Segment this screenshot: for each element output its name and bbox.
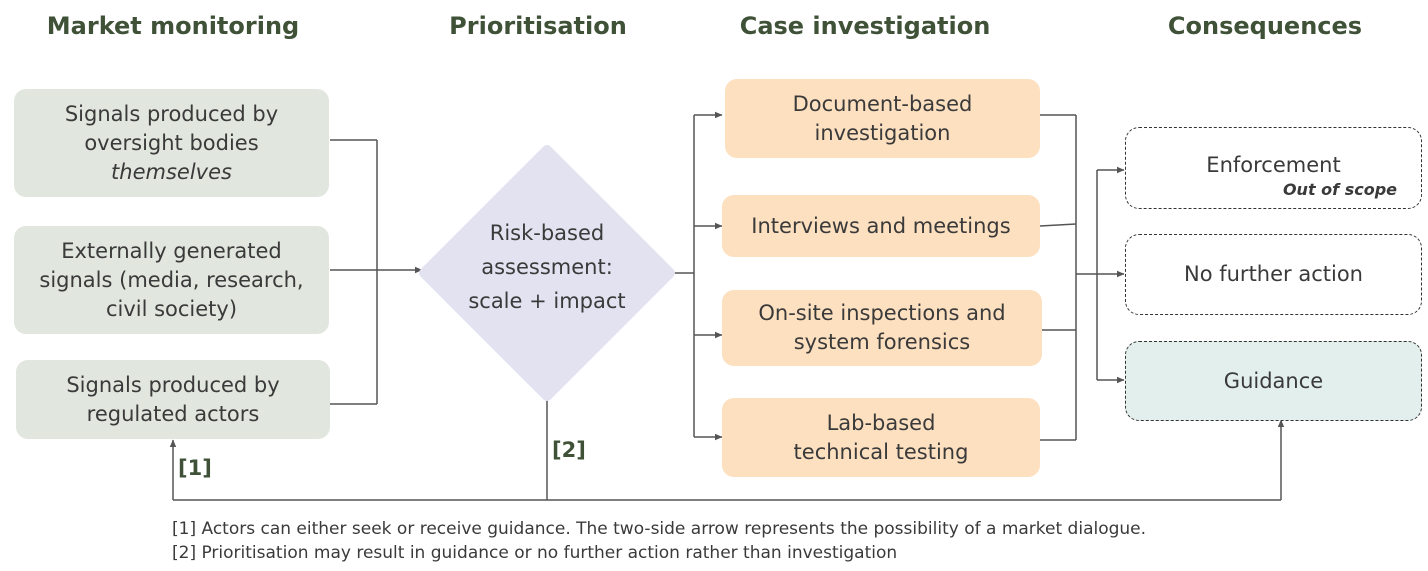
signal-external-line1: Externally generated xyxy=(61,238,282,263)
enforcement-label: Enforcement xyxy=(1206,152,1341,177)
out-of-scope-label: Out of scope xyxy=(1282,180,1397,199)
investigation-interviews: Interviews and meetings xyxy=(722,195,1040,257)
no-further-action-label: No further action xyxy=(1184,262,1363,286)
lab-line2: technical testing xyxy=(793,439,969,464)
column-title-market-monitoring: Market monitoring xyxy=(46,12,300,40)
assessment-line2: assessment: xyxy=(481,255,613,279)
signal-regulated-actors: Signals produced by regulated actors xyxy=(16,360,330,439)
assessment-line3: scale + impact xyxy=(468,289,626,313)
signal-oversight-line2: oversight bodies xyxy=(84,130,259,155)
onsite-line1: On-site inspections and xyxy=(758,301,1006,325)
signal-regulated-line2: regulated actors xyxy=(86,401,260,426)
signal-regulated-line1: Signals produced by xyxy=(66,372,280,397)
consequence-enforcement: Enforcement Out of scope xyxy=(1125,127,1422,209)
risk-assessment-label: Risk-based assessment: scale + impact xyxy=(440,216,654,318)
signal-external: Externally generated signals (media, res… xyxy=(14,226,329,334)
column-title-prioritisation: Prioritisation xyxy=(449,12,627,40)
footnote-1: [1] Actors can either seek or receive gu… xyxy=(172,519,1147,539)
investigation-lab-testing: Lab-based technical testing xyxy=(722,398,1040,477)
assessment-diamond-shape xyxy=(419,145,675,401)
document-line2: investigation xyxy=(814,120,951,145)
connector-interviews-out xyxy=(1039,223,1077,227)
consequence-guidance: Guidance xyxy=(1125,341,1422,421)
column-title-consequences: Consequences xyxy=(1167,12,1363,40)
column-title-case-investigation: Case investigation xyxy=(739,12,991,40)
interviews-line1: Interviews and meetings xyxy=(751,213,1011,238)
signal-oversight-line1: Signals produced by xyxy=(64,101,279,126)
consequence-no-further-action: No further action xyxy=(1125,234,1422,315)
signal-oversight-bodies: Signals produced by oversight bodies the… xyxy=(14,89,329,197)
investigation-document-based: Document-based investigation xyxy=(725,79,1040,158)
document-line1: Document-based xyxy=(792,91,973,116)
assessment-line1: Risk-based xyxy=(489,221,605,245)
guidance-label: Guidance xyxy=(1223,368,1324,393)
investigation-onsite: On-site inspections and system forensics xyxy=(722,290,1042,366)
signal-external-line2: signals (media, research, xyxy=(39,267,304,292)
reference-marker-2: [2] xyxy=(552,438,586,462)
footnote-2: [2] Prioritisation may result in guidanc… xyxy=(172,543,898,563)
lab-line1: Lab-based xyxy=(826,410,936,435)
reference-marker-1: [1] xyxy=(178,456,212,480)
signal-external-line3: civil society) xyxy=(105,296,238,321)
onsite-line2: system forensics xyxy=(793,330,971,354)
signal-oversight-line3: themselves xyxy=(111,159,232,184)
